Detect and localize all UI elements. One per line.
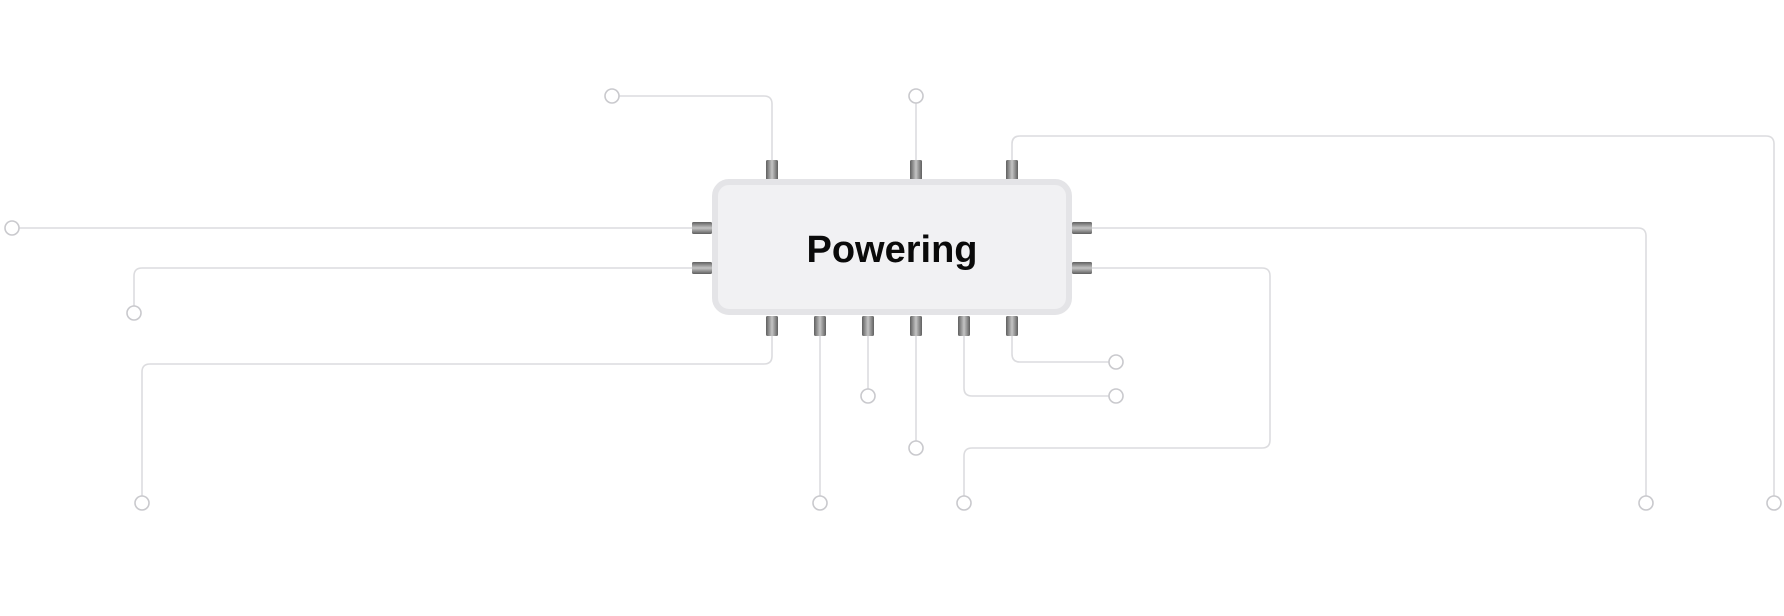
chip-pins (692, 160, 1092, 336)
chip-pin-bottom (910, 316, 922, 336)
traces (18, 95, 1775, 497)
chip-pin-bottom (862, 316, 874, 336)
chip-pin-bottom (814, 316, 826, 336)
terminal-circle (860, 388, 876, 404)
chip-pin-left (692, 262, 712, 274)
terminal-circle (1638, 495, 1654, 511)
chip-pin-left (692, 222, 712, 234)
terminal-circle (1108, 388, 1124, 404)
chip-label: Powering (806, 229, 977, 271)
terminal-circle (134, 495, 150, 511)
terminal-circle (1108, 354, 1124, 370)
trace-top-left (611, 95, 773, 163)
chip-pin-bottom (958, 316, 970, 336)
chip-pin-bottom (766, 316, 778, 336)
terminal-circle (604, 88, 620, 104)
terminals (4, 88, 1782, 511)
trace-top-right (1011, 135, 1775, 497)
terminal-circle (1766, 495, 1782, 511)
chip-pin-top (1006, 160, 1018, 180)
chip-pin-top (910, 160, 922, 180)
trace-right-lower (963, 267, 1271, 497)
chip-pin-right (1072, 262, 1092, 274)
trace-bottom-6 (1011, 333, 1110, 363)
trace-left-lower (133, 267, 695, 307)
chip-pin-bottom (1006, 316, 1018, 336)
trace-bottom-1 (141, 333, 773, 497)
terminal-circle (956, 495, 972, 511)
terminal-circle (4, 220, 20, 236)
terminal-circle (126, 305, 142, 321)
trace-right-upper (1089, 227, 1647, 497)
trace-bottom-5 (963, 333, 1110, 397)
chip-pin-top (766, 160, 778, 180)
terminal-circle (908, 88, 924, 104)
terminal-circle (908, 440, 924, 456)
chip-pin-right (1072, 222, 1092, 234)
terminal-circle (812, 495, 828, 511)
chip: Powering (712, 179, 1072, 315)
chip-body (712, 179, 1072, 315)
